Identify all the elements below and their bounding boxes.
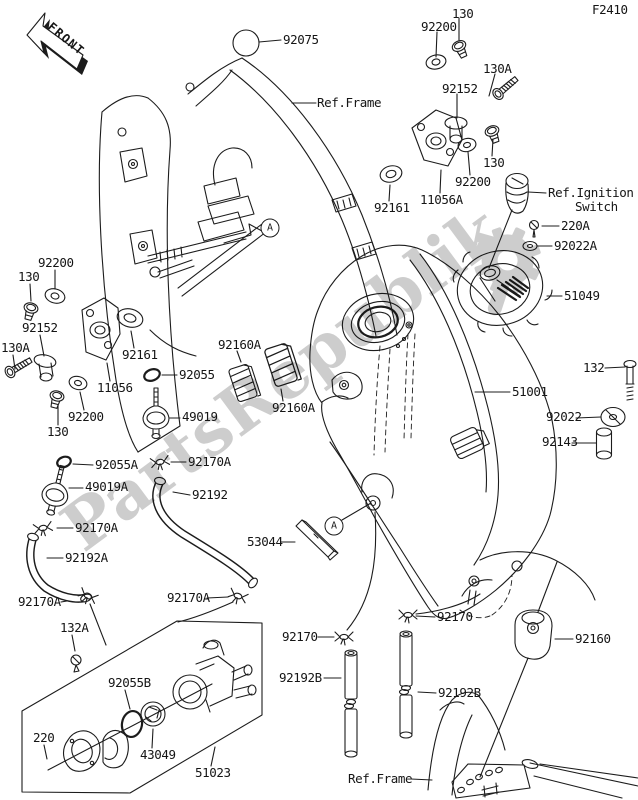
reserve-filter-hardware	[36, 455, 76, 519]
fuel-tap-kit-drawing	[21, 620, 263, 794]
part-label: 92170A	[188, 454, 231, 469]
part-label: 11056	[97, 380, 133, 395]
part-label: 11056A	[420, 192, 463, 207]
part-label: 220A	[561, 218, 590, 233]
part-label: 92161	[122, 347, 158, 362]
callout-a: A	[324, 516, 344, 536]
part-label: 130A	[1, 340, 30, 355]
fuel-tank-drawing	[309, 244, 557, 620]
part-label: 220	[33, 730, 55, 745]
right-bolt-hardware	[595, 359, 637, 460]
part-label: 92152	[442, 81, 478, 96]
part-label: 92200	[38, 255, 74, 270]
fuel-cap-drawing	[452, 250, 553, 337]
part-label: 92143	[542, 434, 578, 449]
front-arrow: FRONT	[26, 12, 88, 75]
left-mount-hardware	[2, 288, 302, 440]
part-label: 92170	[437, 609, 473, 624]
tank-pad-drawing	[295, 519, 339, 561]
part-label: 132A	[60, 620, 89, 635]
part-label: 92161	[374, 200, 410, 215]
part-label: 43049	[140, 747, 176, 762]
part-label: 92160	[575, 631, 611, 646]
part-label: 49019A	[85, 479, 128, 494]
upper-mount-hardware	[379, 37, 521, 183]
part-label: Switch	[575, 199, 618, 214]
cap-screw-washer	[522, 219, 540, 252]
part-label: 92055	[179, 367, 215, 382]
ignition-switch-drawing	[505, 172, 529, 214]
part-label: 92160A	[272, 400, 315, 415]
rear-frame-drawing	[427, 551, 638, 799]
part-label: 92192B	[438, 685, 481, 700]
page-code: F2410	[592, 2, 628, 17]
frame-drawing	[98, 29, 398, 453]
part-label: 92200	[68, 409, 104, 424]
part-label: 92200	[455, 174, 491, 189]
part-label: 53044	[247, 534, 283, 549]
part-label: 92022	[546, 409, 582, 424]
hose-drawings	[26, 454, 418, 758]
part-label: 92170A	[18, 594, 61, 609]
part-label: 92170A	[75, 520, 118, 535]
part-label: 92200	[421, 19, 457, 34]
part-label: 130	[47, 424, 69, 439]
part-label: 92152	[22, 320, 58, 335]
part-label: 49019	[182, 409, 218, 424]
part-label: 92170A	[167, 590, 210, 605]
part-label: 92192B	[279, 670, 322, 685]
part-label: 92022A	[554, 238, 597, 253]
part-label: 92075	[283, 32, 319, 47]
part-label: 92055B	[108, 675, 151, 690]
part-label: Ref.Frame	[348, 771, 413, 786]
part-label: 51001	[512, 384, 548, 399]
part-label: 132	[583, 360, 605, 375]
part-label: 92192A	[65, 550, 108, 565]
part-label: 92192	[192, 487, 228, 502]
part-label: 51023	[195, 765, 231, 780]
part-label: 130	[18, 269, 40, 284]
part-label: 92160A	[218, 337, 261, 352]
part-label: 130A	[483, 61, 512, 76]
part-label: Ref.Frame	[317, 95, 382, 110]
part-label: 130	[452, 6, 474, 21]
part-label: 92055A	[95, 457, 138, 472]
part-label: 130	[483, 155, 505, 170]
callout-a: A	[260, 218, 280, 238]
part-label: 92170	[282, 629, 318, 644]
part-label: 51049	[564, 288, 600, 303]
part-label: Ref.Ignition	[548, 185, 634, 200]
